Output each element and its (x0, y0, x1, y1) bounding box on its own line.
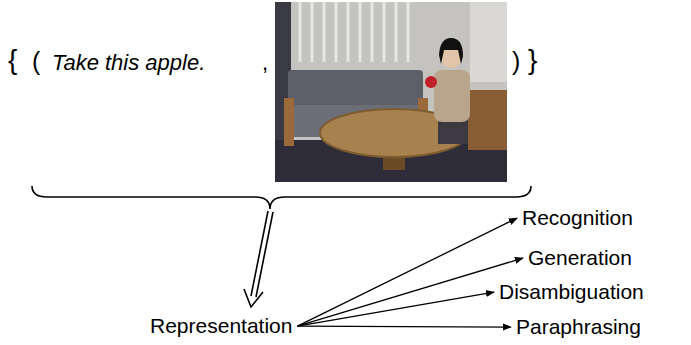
sentence: Take this apple. (52, 50, 205, 76)
photo (275, 2, 507, 182)
brace (32, 186, 531, 209)
arrow (297, 258, 523, 326)
photo-apple (425, 76, 437, 88)
bracket-symbol: ) (512, 47, 520, 76)
photo-sofa-back (288, 70, 423, 110)
photo-person-hair (439, 38, 463, 64)
task-term: Paraphrasing (514, 314, 643, 340)
term-text: Disambiguation (499, 280, 644, 303)
photo-wall (275, 2, 507, 182)
term-text: Paraphrasing (516, 315, 641, 338)
arrow (297, 218, 517, 326)
arrow (297, 326, 511, 327)
source-term: Representation (148, 313, 294, 339)
task-term: Disambiguation (497, 279, 646, 305)
arrow (297, 292, 494, 326)
bracket-symbol: , (262, 50, 268, 76)
double-arrow (244, 211, 273, 307)
term-text: Representation (150, 314, 292, 337)
term-text: Generation (528, 246, 632, 269)
photo-sofa-arm (284, 98, 294, 146)
term-text: Recognition (522, 206, 633, 229)
bracket-symbol: } (528, 44, 537, 76)
bracket-symbol: { (8, 44, 17, 76)
photo-person-body (434, 70, 470, 122)
bracket-symbol: ( (32, 47, 40, 76)
task-term: Generation (526, 245, 634, 271)
task-term: Recognition (520, 205, 635, 231)
photo-blinds (300, 2, 408, 62)
photo-chair (468, 90, 507, 150)
photo-door (470, 2, 507, 82)
